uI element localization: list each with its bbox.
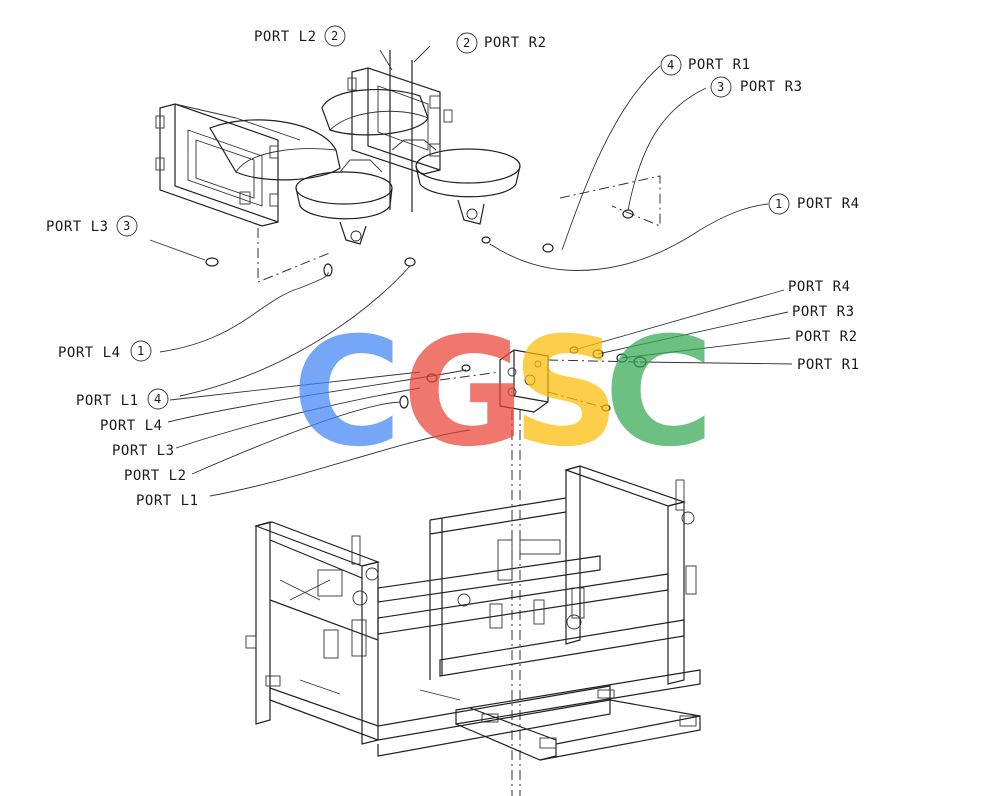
label-side-port-r1: PORT R1 <box>797 357 860 373</box>
svg-text:4: 4 <box>154 392 161 406</box>
svg-text:PORT R4: PORT R4 <box>797 196 860 212</box>
watermark-letter-g: G <box>402 306 525 480</box>
right-mounting-bracket <box>347 67 453 175</box>
label-side-port-l3: PORT L3 <box>112 443 175 459</box>
label-side-port-l4: PORT L4 <box>100 418 163 434</box>
svg-text:PORT L3: PORT L3 <box>46 219 109 235</box>
label-top-port-r4: 1 PORT R4 <box>768 193 860 215</box>
label-side-port-l2: PORT L2 <box>124 468 187 484</box>
support-frame <box>245 465 701 761</box>
fittings-top <box>205 209 634 277</box>
svg-text:PORT L2: PORT L2 <box>254 29 317 45</box>
label-side-port-r3: PORT R3 <box>792 304 855 320</box>
label-top-port-r2: 2 PORT R2 <box>456 32 547 54</box>
watermark-letter-c2: C <box>604 306 714 480</box>
right-elbow-housing <box>321 89 521 225</box>
svg-text:4: 4 <box>667 58 674 72</box>
svg-text:PORT L1: PORT L1 <box>76 393 139 409</box>
label-top-port-r1: 4 PORT R1 <box>660 54 751 76</box>
svg-text:3: 3 <box>123 219 130 233</box>
label-top-port-r3: 3 PORT R3 <box>710 76 803 98</box>
watermark-letter-s: S <box>512 306 620 480</box>
label-side-port-r4: PORT R4 <box>788 279 851 295</box>
svg-text:1: 1 <box>775 197 782 211</box>
svg-text:2: 2 <box>331 29 338 43</box>
label-top-port-l3: PORT L3 3 <box>46 215 138 237</box>
svg-text:PORT R2: PORT R2 <box>484 35 547 51</box>
watermark-logo: C G S C <box>292 306 714 480</box>
svg-text:PORT R3: PORT R3 <box>740 79 803 95</box>
svg-text:3: 3 <box>717 80 724 94</box>
label-side-port-r2: PORT R2 <box>795 329 858 345</box>
left-mounting-bracket <box>155 103 301 227</box>
left-elbow-housing <box>209 119 393 245</box>
watermark-letter-c1: C <box>292 306 402 480</box>
label-top-port-l4: PORT L4 1 <box>58 340 152 362</box>
valve-block <box>499 349 549 413</box>
label-port-l1-circled: PORT L1 4 <box>76 388 169 410</box>
svg-text:2: 2 <box>463 36 470 50</box>
svg-text:1: 1 <box>137 344 144 358</box>
fittings-middle <box>399 346 647 412</box>
label-top-port-l2: PORT L2 2 <box>254 25 346 47</box>
svg-text:PORT R1: PORT R1 <box>688 57 751 73</box>
label-side-port-l1: PORT L1 <box>136 493 199 509</box>
svg-text:PORT L4: PORT L4 <box>58 345 121 361</box>
